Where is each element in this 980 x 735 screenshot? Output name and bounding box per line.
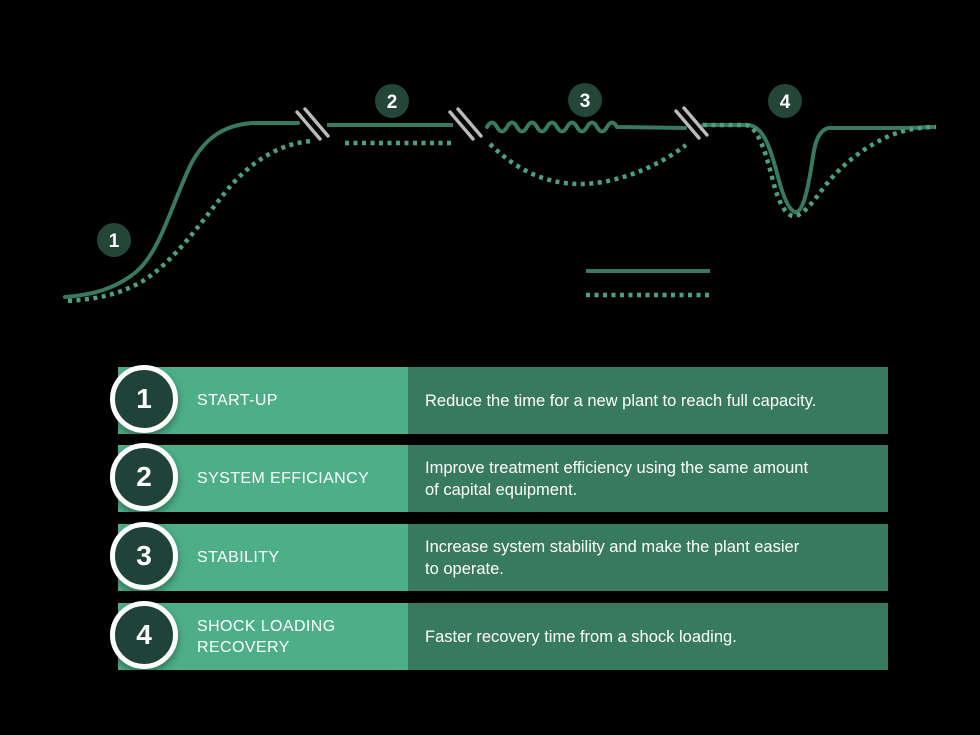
description-panel xyxy=(408,367,888,434)
axis-break-icon xyxy=(295,107,330,141)
solid-curve-stability xyxy=(485,120,687,134)
row-number-badge: 2 xyxy=(110,443,178,511)
solid-curve-shock-recovery xyxy=(701,123,935,214)
row-label: SHOCK LOADING RECOVERY xyxy=(197,617,336,656)
row-number: 4 xyxy=(136,619,152,650)
dotted-curve-shock-recovery xyxy=(703,122,937,219)
row-description: Reduce the time for a new plant to reach… xyxy=(425,391,817,410)
row-number-badge: 4 xyxy=(110,601,178,669)
row-label: SYSTEM EFFICIANCY xyxy=(197,470,370,487)
row-number-badge: 3 xyxy=(110,522,178,590)
row-label: START-UP xyxy=(197,392,278,409)
dotted-curve-startup xyxy=(67,138,313,304)
marker-number: 2 xyxy=(387,92,398,113)
description-panel xyxy=(408,445,888,512)
solid-curve-startup xyxy=(63,121,300,299)
row-description: Increase system stability and make the p… xyxy=(425,537,800,578)
chart-marker-1: 1 xyxy=(97,223,131,257)
chart-marker-2: 2 xyxy=(375,84,409,118)
description-panel xyxy=(408,603,888,670)
row-number: 3 xyxy=(136,540,152,571)
row-number-badge: 1 xyxy=(110,365,178,433)
row-description: Faster recovery time from a shock loadin… xyxy=(425,627,737,646)
axis-break-icon xyxy=(448,107,483,141)
marker-number: 4 xyxy=(780,92,791,113)
curves-chart: 1 2 3 4 xyxy=(63,83,937,304)
description-panel xyxy=(408,524,888,591)
marker-number: 1 xyxy=(109,231,120,252)
row-number: 1 xyxy=(136,383,152,414)
marker-number: 3 xyxy=(580,91,591,112)
feature-row-startup: START-UP Reduce the time for a new plant… xyxy=(110,365,888,434)
feature-row-stability: STABILITY Increase system stability and … xyxy=(110,522,888,591)
row-label: STABILITY xyxy=(197,549,280,566)
feature-row-shock-recovery: SHOCK LOADING RECOVERY Faster recovery t… xyxy=(110,601,888,670)
feature-row-efficiency: SYSTEM EFFICIANCY Improve treatment effi… xyxy=(110,443,888,512)
axis-break-icon xyxy=(674,106,709,140)
row-number: 2 xyxy=(136,461,152,492)
dotted-curve-stability xyxy=(488,142,688,187)
row-description: Improve treatment efficiency using the s… xyxy=(425,458,809,499)
chart-marker-3: 3 xyxy=(568,83,602,117)
chart-marker-4: 4 xyxy=(768,84,802,118)
